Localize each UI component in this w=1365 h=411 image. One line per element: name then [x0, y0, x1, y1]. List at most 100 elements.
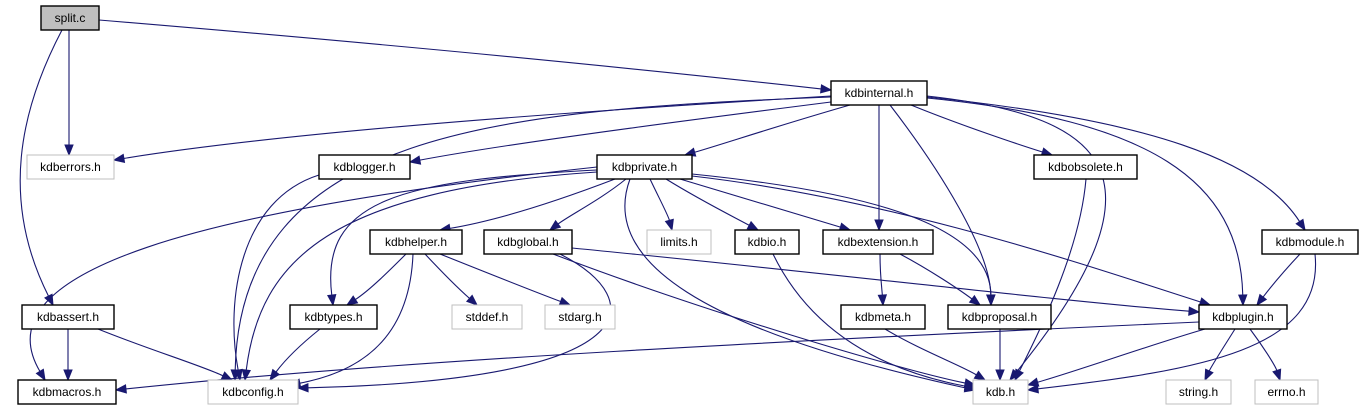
node-box	[822, 229, 934, 255]
node-kdbobsolete-h[interactable]: kdbobsolete.h	[1033, 154, 1138, 180]
edge-line	[307, 253, 612, 389]
arrowhead-icon	[114, 384, 127, 394]
node-label: kdblogger.h	[333, 160, 395, 174]
edge-line	[233, 174, 320, 371]
node-box	[1033, 154, 1138, 180]
arrowhead-icon	[1026, 377, 1040, 387]
node-kdbglobal-h[interactable]: kdbglobal.h	[483, 229, 573, 255]
edge-line	[1208, 328, 1236, 372]
edge-line	[691, 175, 1201, 303]
edge-kdbprivate-h-to-kdbglobal-h	[548, 178, 627, 231]
edge-line	[557, 178, 627, 225]
arrowhead-icon	[112, 153, 126, 164]
arrowhead-icon	[995, 369, 1005, 382]
edge-split-c-to-kdbinternal-h	[98, 19, 833, 94]
edge-kdbextension-h-to-kdbproposal-h	[899, 253, 982, 306]
edge-kdbglobal-h-to-kdbconfig-h	[296, 253, 612, 393]
node-kdbhelper-h[interactable]: kdbhelper.h	[369, 229, 463, 255]
node-label: kdberrors.h	[40, 160, 101, 174]
edge-kdbprivate-h-to-kdbmacros-h	[29, 166, 598, 382]
arrowhead-icon	[746, 220, 760, 231]
node-split-c[interactable]: split.c	[40, 5, 100, 31]
node-box	[26, 154, 115, 180]
node-label: kdbinternal.h	[845, 86, 914, 100]
edges-layer	[19, 19, 1317, 394]
node-kdbmeta-h[interactable]: kdbmeta.h	[840, 304, 926, 330]
node-box	[840, 304, 926, 330]
edge-kdbinternal-h-to-kdbprivate-h	[683, 104, 851, 157]
edge-line	[926, 96, 1301, 222]
edge-kdbmodule-h-to-kdbplugin-h	[1256, 253, 1301, 307]
node-box	[734, 229, 800, 255]
node-label: kdbproposal.h	[962, 310, 1037, 324]
node-box	[646, 229, 712, 255]
edge-line	[926, 97, 1244, 296]
edge-line	[694, 104, 851, 153]
edge-line	[772, 253, 966, 387]
node-label: kdbhelper.h	[385, 235, 447, 249]
node-box	[947, 304, 1052, 330]
node-label: kdbmodule.h	[1276, 235, 1345, 249]
edge-line	[1037, 328, 1206, 383]
node-box	[40, 5, 100, 31]
node-kdbinternal-h[interactable]: kdbinternal.h	[830, 80, 928, 106]
edge-kdbinternal-h-to-kdberrors-h	[112, 95, 832, 164]
node-box	[21, 304, 115, 330]
node-kdbio-h[interactable]: kdbio.h	[734, 229, 800, 255]
edge-kdbplugin-h-to-kdbmacros-h	[114, 321, 1200, 394]
edge-line	[424, 253, 470, 299]
arrowhead-icon	[664, 218, 674, 232]
node-label: kdbextension.h	[838, 235, 919, 249]
node-box	[972, 379, 1029, 405]
arrowhead-icon	[973, 370, 987, 381]
edge-line	[449, 178, 616, 229]
node-kdbplugin-h[interactable]: kdbplugin.h	[1198, 304, 1288, 330]
edge-kdbinternal-h-to-kdblogger-h	[408, 101, 832, 165]
arrowhead-icon	[35, 368, 46, 382]
edge-line	[679, 178, 841, 228]
edge-kdbinternal-h-to-kdbmodule-h	[926, 96, 1306, 232]
edge-kdblogger-h-to-kdbconfig-h	[233, 174, 320, 382]
edge-kdbprivate-h-to-kdbhelper-h	[438, 178, 616, 233]
edge-kdbprivate-h-to-kdbtypes-h	[327, 169, 598, 307]
arrowhead-icon	[1026, 384, 1039, 394]
node-kdbprivate-h[interactable]: kdbprivate.h	[596, 154, 693, 180]
nodes-layer: split.c kdbinternal.h kdberrors.h kdblogger…	[17, 5, 1359, 405]
node-label: kdb.h	[986, 385, 1015, 399]
node-label: kdbmacros.h	[33, 385, 102, 399]
edge-kdbhelper-h-to-stdarg-h	[439, 253, 572, 306]
node-errno-h: errno.h	[1254, 379, 1319, 405]
arrowhead-icon	[877, 294, 888, 307]
node-kdblogger-h[interactable]: kdblogger.h	[318, 154, 411, 180]
node-kdbtypes-h[interactable]: kdbtypes.h	[289, 304, 378, 330]
node-stddef-h: stddef.h	[451, 304, 523, 330]
arrowhead-icon	[233, 368, 243, 382]
edge-kdbassert-h-to-kdbmacros-h	[63, 329, 73, 382]
node-label: kdbglobal.h	[497, 235, 558, 249]
node-label: kdbassert.h	[37, 310, 99, 324]
edge-line	[299, 253, 414, 384]
edge-kdbassert-h-to-kdbconfig-h	[97, 328, 234, 381]
edge-line	[884, 328, 977, 376]
node-kdbextension-h[interactable]: kdbextension.h	[822, 229, 934, 255]
node-kdbassert-h[interactable]: kdbassert.h	[21, 304, 115, 330]
edge-line	[910, 104, 1043, 153]
edge-kdbinternal-h-to-kdbplugin-h	[926, 97, 1248, 307]
edge-line	[1262, 253, 1301, 298]
node-kdbmacros-h[interactable]: kdbmacros.h	[17, 379, 117, 405]
node-box	[1198, 304, 1288, 330]
node-stdarg-h: stdarg.h	[544, 304, 616, 330]
edge-kdbplugin-h-to-string-h	[1204, 328, 1236, 382]
edge-line	[234, 96, 832, 371]
node-label: stdarg.h	[558, 310, 601, 324]
edge-line	[123, 95, 832, 159]
arrowhead-icon	[1204, 368, 1214, 382]
arrowhead-icon	[874, 219, 884, 232]
node-kdbmodule-h[interactable]: kdbmodule.h	[1261, 229, 1359, 255]
node-kdbproposal-h[interactable]: kdbproposal.h	[947, 304, 1052, 330]
node-label: kdbmeta.h	[855, 310, 911, 324]
edge-kdbinternal-h-to-kdbextension-h	[874, 105, 884, 232]
node-label: kdbtypes.h	[304, 310, 362, 324]
arrowhead-icon	[465, 294, 479, 306]
